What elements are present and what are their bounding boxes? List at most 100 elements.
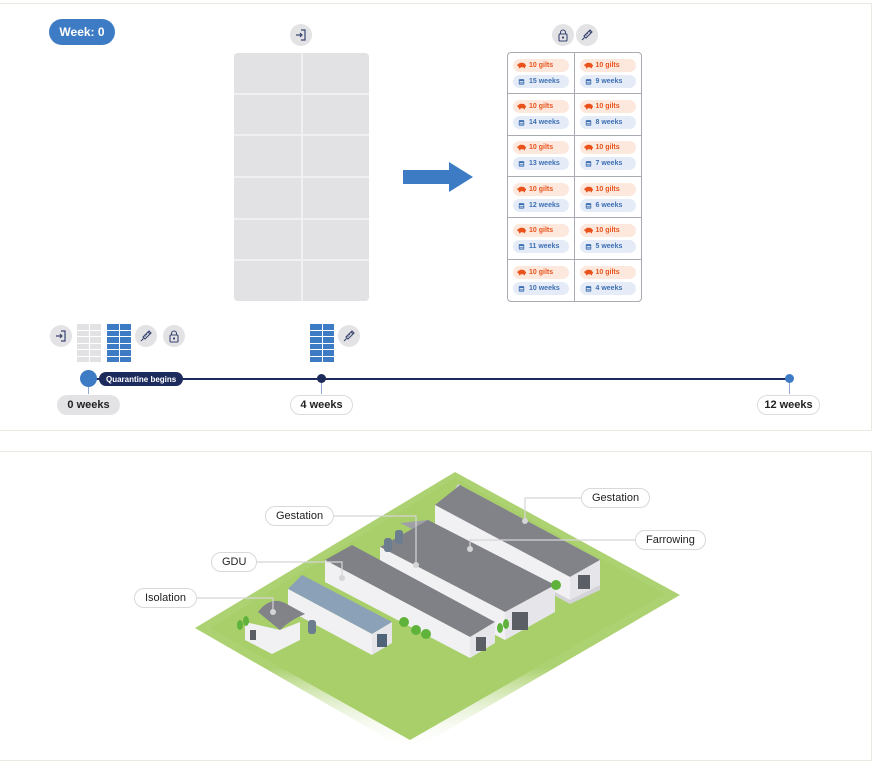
gilts-count: 10 gilts (529, 226, 554, 234)
quarantine-begins-label: Quarantine begins (99, 372, 184, 386)
timeline-marker-4-weeks[interactable] (317, 374, 326, 383)
pig-icon (517, 227, 526, 234)
pig-icon (517, 62, 526, 68)
pen-cell[interactable]: 10 gilts 12 weeks (508, 176, 575, 219)
calendar-icon (518, 120, 525, 126)
gilts-count-pill: 10 gilts (513, 265, 569, 279)
age-weeks-pill: 14 weeks (513, 115, 569, 129)
pig-icon (583, 186, 593, 192)
label-gestation-back[interactable]: Gestation (581, 488, 651, 508)
gilts-count: 10 gilts (529, 268, 554, 276)
gestation-building-front (325, 545, 495, 658)
empty-pen (234, 260, 302, 301)
gilts-count: 10 gilts (595, 61, 620, 69)
pen-cell[interactable]: 10 gilts 5 weeks (574, 218, 641, 260)
full-barn-mini-icon (310, 324, 334, 362)
gilts-count-pill: 10 gilts (579, 58, 636, 72)
calendar-icon (585, 202, 591, 209)
gilts-count-pill: 10 gilts (579, 141, 636, 155)
gilts-count-pill: 10 gilts (579, 223, 636, 237)
age-weeks-pill: 6 weeks (579, 198, 636, 212)
age-weeks: 15 weeks (529, 77, 560, 85)
empty-barn-grid (234, 53, 369, 301)
full-barn-mini-icon (107, 324, 131, 362)
pig-icon (583, 269, 593, 276)
gilts-count: 10 gilts (529, 102, 554, 110)
syringe-icon[interactable] (576, 24, 598, 46)
empty-pen (234, 218, 302, 261)
label-gestation[interactable]: Gestation (265, 506, 335, 526)
age-weeks-pill: 8 weeks (579, 115, 636, 129)
pen-cell[interactable]: 10 gilts 14 weeks (508, 94, 575, 136)
timeline-label-12-weeks[interactable]: 12 weeks (757, 395, 820, 415)
pig-icon (517, 186, 526, 192)
gilts-count: 10 gilts (529, 185, 554, 193)
syringe-icon[interactable] (135, 325, 157, 347)
gilts-count-pill: 10 gilts (579, 265, 636, 279)
entry-icon[interactable] (50, 325, 72, 347)
entry-icon[interactable] (290, 24, 312, 46)
gilts-count: 10 gilts (529, 144, 554, 152)
syringe-icon[interactable] (338, 325, 360, 347)
label-gdu[interactable]: GDU (211, 552, 258, 572)
isolation-building (245, 600, 305, 654)
pen-cell[interactable]: 10 gilts 7 weeks (574, 136, 641, 177)
pen-cell[interactable]: 10 gilts 9 weeks (574, 53, 641, 95)
label-isolation[interactable]: Isolation (134, 588, 197, 608)
gilts-count: 10 gilts (595, 185, 620, 193)
age-weeks-pill: 10 weeks (513, 281, 569, 295)
pig-icon (583, 62, 593, 68)
gilts-count-pill: 10 gilts (579, 182, 636, 196)
gilts-count-pill: 10 gilts (513, 99, 569, 113)
gilts-count: 10 gilts (595, 102, 620, 110)
pen-cell[interactable]: 10 gilts 6 weeks (574, 177, 641, 219)
pen-cell[interactable]: 10 gilts 13 weeks (508, 135, 575, 177)
age-weeks: 12 weeks (529, 201, 560, 209)
pen-cell[interactable]: 10 gilts 11 weeks (508, 218, 575, 260)
timeline-marker-current[interactable] (80, 370, 97, 387)
age-weeks: 6 weeks (595, 201, 623, 209)
empty-pen (301, 135, 369, 177)
schedule-panel (0, 3, 872, 431)
lock-icon[interactable] (163, 325, 185, 347)
age-weeks: 14 weeks (529, 118, 560, 126)
calendar-icon (585, 161, 591, 167)
pig-icon (517, 103, 526, 110)
age-weeks-pill: 15 weeks (513, 74, 569, 88)
age-weeks: 11 weeks (529, 242, 560, 250)
label-farrowing[interactable]: Farrowing (635, 530, 706, 550)
calendar-icon (585, 120, 591, 126)
pig-icon (517, 269, 526, 276)
empty-pen (301, 93, 369, 136)
calendar-icon (585, 78, 591, 85)
timeline-track (88, 378, 790, 380)
gdu-building (288, 575, 392, 655)
age-weeks: 5 weeks (595, 242, 623, 250)
empty-pen (234, 177, 302, 219)
gilts-count-pill: 10 gilts (513, 141, 569, 155)
feed-silo (308, 530, 403, 634)
timeline-stem (88, 380, 89, 394)
timeline-label-0-weeks[interactable]: 0 weeks (57, 395, 120, 415)
empty-pen (234, 135, 302, 177)
empty-pen (301, 260, 369, 301)
week-badge: Week: 0 (49, 19, 115, 45)
pen-cell[interactable]: 10 gilts 10 weeks (508, 259, 575, 301)
empty-pen (301, 53, 369, 94)
age-weeks-pill: 9 weeks (579, 74, 636, 88)
gilts-count-pill: 10 gilts (579, 99, 636, 113)
age-weeks-pill: 11 weeks (513, 239, 569, 253)
pig-icon (583, 145, 593, 151)
timeline-stem (321, 380, 322, 394)
timeline-marker-12-weeks[interactable] (785, 374, 794, 383)
age-weeks: 7 weeks (595, 160, 623, 168)
lock-icon[interactable] (552, 24, 574, 46)
pig-icon (583, 227, 593, 234)
timeline-label-4-weeks[interactable]: 4 weeks (290, 395, 353, 415)
pig-icon (583, 103, 593, 110)
age-weeks: 13 weeks (529, 160, 560, 168)
pen-cell[interactable]: 10 gilts 8 weeks (574, 94, 641, 136)
